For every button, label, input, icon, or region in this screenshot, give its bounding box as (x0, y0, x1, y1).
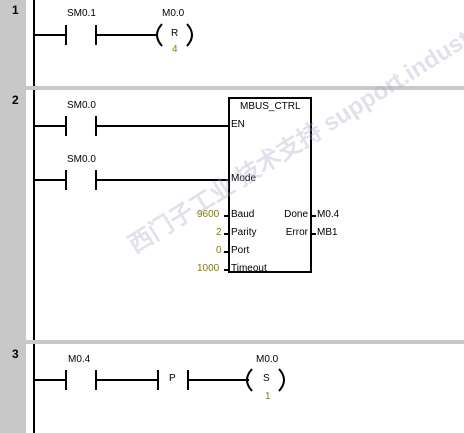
network-3-coil-type: S (263, 373, 270, 384)
wire (189, 379, 249, 381)
network-3-power-rail (33, 344, 35, 433)
pin-dash (224, 269, 228, 271)
edge-right-bar (187, 370, 189, 390)
edge-label: P (169, 373, 176, 384)
contact-right-bar (95, 25, 97, 45)
error-output-address[interactable]: MB1 (317, 227, 338, 238)
network-3-contact-address: M0.4 (68, 354, 91, 365)
network-3-coil-count: 1 (265, 391, 271, 402)
pin-baud-label: Baud (231, 209, 255, 220)
pin-mode-label: Mode (231, 173, 257, 184)
contact-left-bar (65, 25, 67, 45)
baud-value[interactable]: 9600 (197, 209, 220, 220)
network-separator (0, 340, 464, 344)
contact-left-bar (65, 170, 67, 190)
network-1-coil-address: M0.0 (162, 8, 185, 19)
network-1-coil-count: 4 (172, 44, 178, 55)
pin-timeout-label: Timeout (231, 263, 267, 274)
network-1-power-rail (33, 0, 35, 86)
network-3-number: 3 (12, 347, 19, 361)
network-1-gutter[interactable]: 1 (0, 0, 26, 86)
parity-value[interactable]: 2 (216, 227, 222, 238)
port-value[interactable]: 0 (216, 245, 222, 256)
network-1-contact-address: SM0.1 (67, 8, 96, 19)
wire (35, 125, 65, 127)
network-2-gutter[interactable]: 2 (0, 90, 26, 340)
pin-done-label: Done (284, 209, 308, 220)
pin-dash (224, 215, 228, 217)
contact-right-bar (95, 116, 97, 136)
network-2-contact-address: SM0.0 (67, 100, 96, 111)
mbus-ctrl-block[interactable]: MBUS_CTRL EN Mode Baud Parity Port Timeo… (228, 97, 312, 274)
network-2-number: 2 (12, 93, 19, 107)
edge-left-bar (157, 370, 159, 390)
wire (35, 34, 65, 36)
wire (97, 125, 228, 127)
contact-right-bar (95, 370, 97, 390)
network-3-coil-address: M0.0 (256, 354, 279, 365)
wire (35, 379, 65, 381)
network-2-contact-address: SM0.0 (67, 154, 96, 165)
network-separator (0, 86, 464, 90)
wire (97, 179, 228, 181)
pin-dash (224, 251, 228, 253)
network-1-coil-type: R (171, 28, 179, 39)
pin-en-label: EN (231, 119, 245, 130)
pin-dash (224, 233, 228, 235)
pin-port-label: Port (231, 245, 250, 256)
pin-error-label: Error (285, 227, 308, 238)
network-1-number: 1 (12, 3, 19, 17)
contact-left-bar (65, 116, 67, 136)
block-title: MBUS_CTRL (240, 101, 301, 112)
done-output-address[interactable]: M0.4 (317, 209, 340, 220)
contact-left-bar (65, 370, 67, 390)
network-2-power-rail (33, 90, 35, 340)
contact-right-bar (95, 170, 97, 190)
pin-dash (312, 215, 316, 217)
wire (97, 34, 157, 36)
pin-dash (312, 233, 316, 235)
timeout-value[interactable]: 1000 (197, 263, 220, 274)
wire (97, 379, 157, 381)
wire (35, 179, 65, 181)
pin-parity-label: Parity (231, 227, 257, 238)
network-3-gutter[interactable]: 3 (0, 344, 26, 433)
